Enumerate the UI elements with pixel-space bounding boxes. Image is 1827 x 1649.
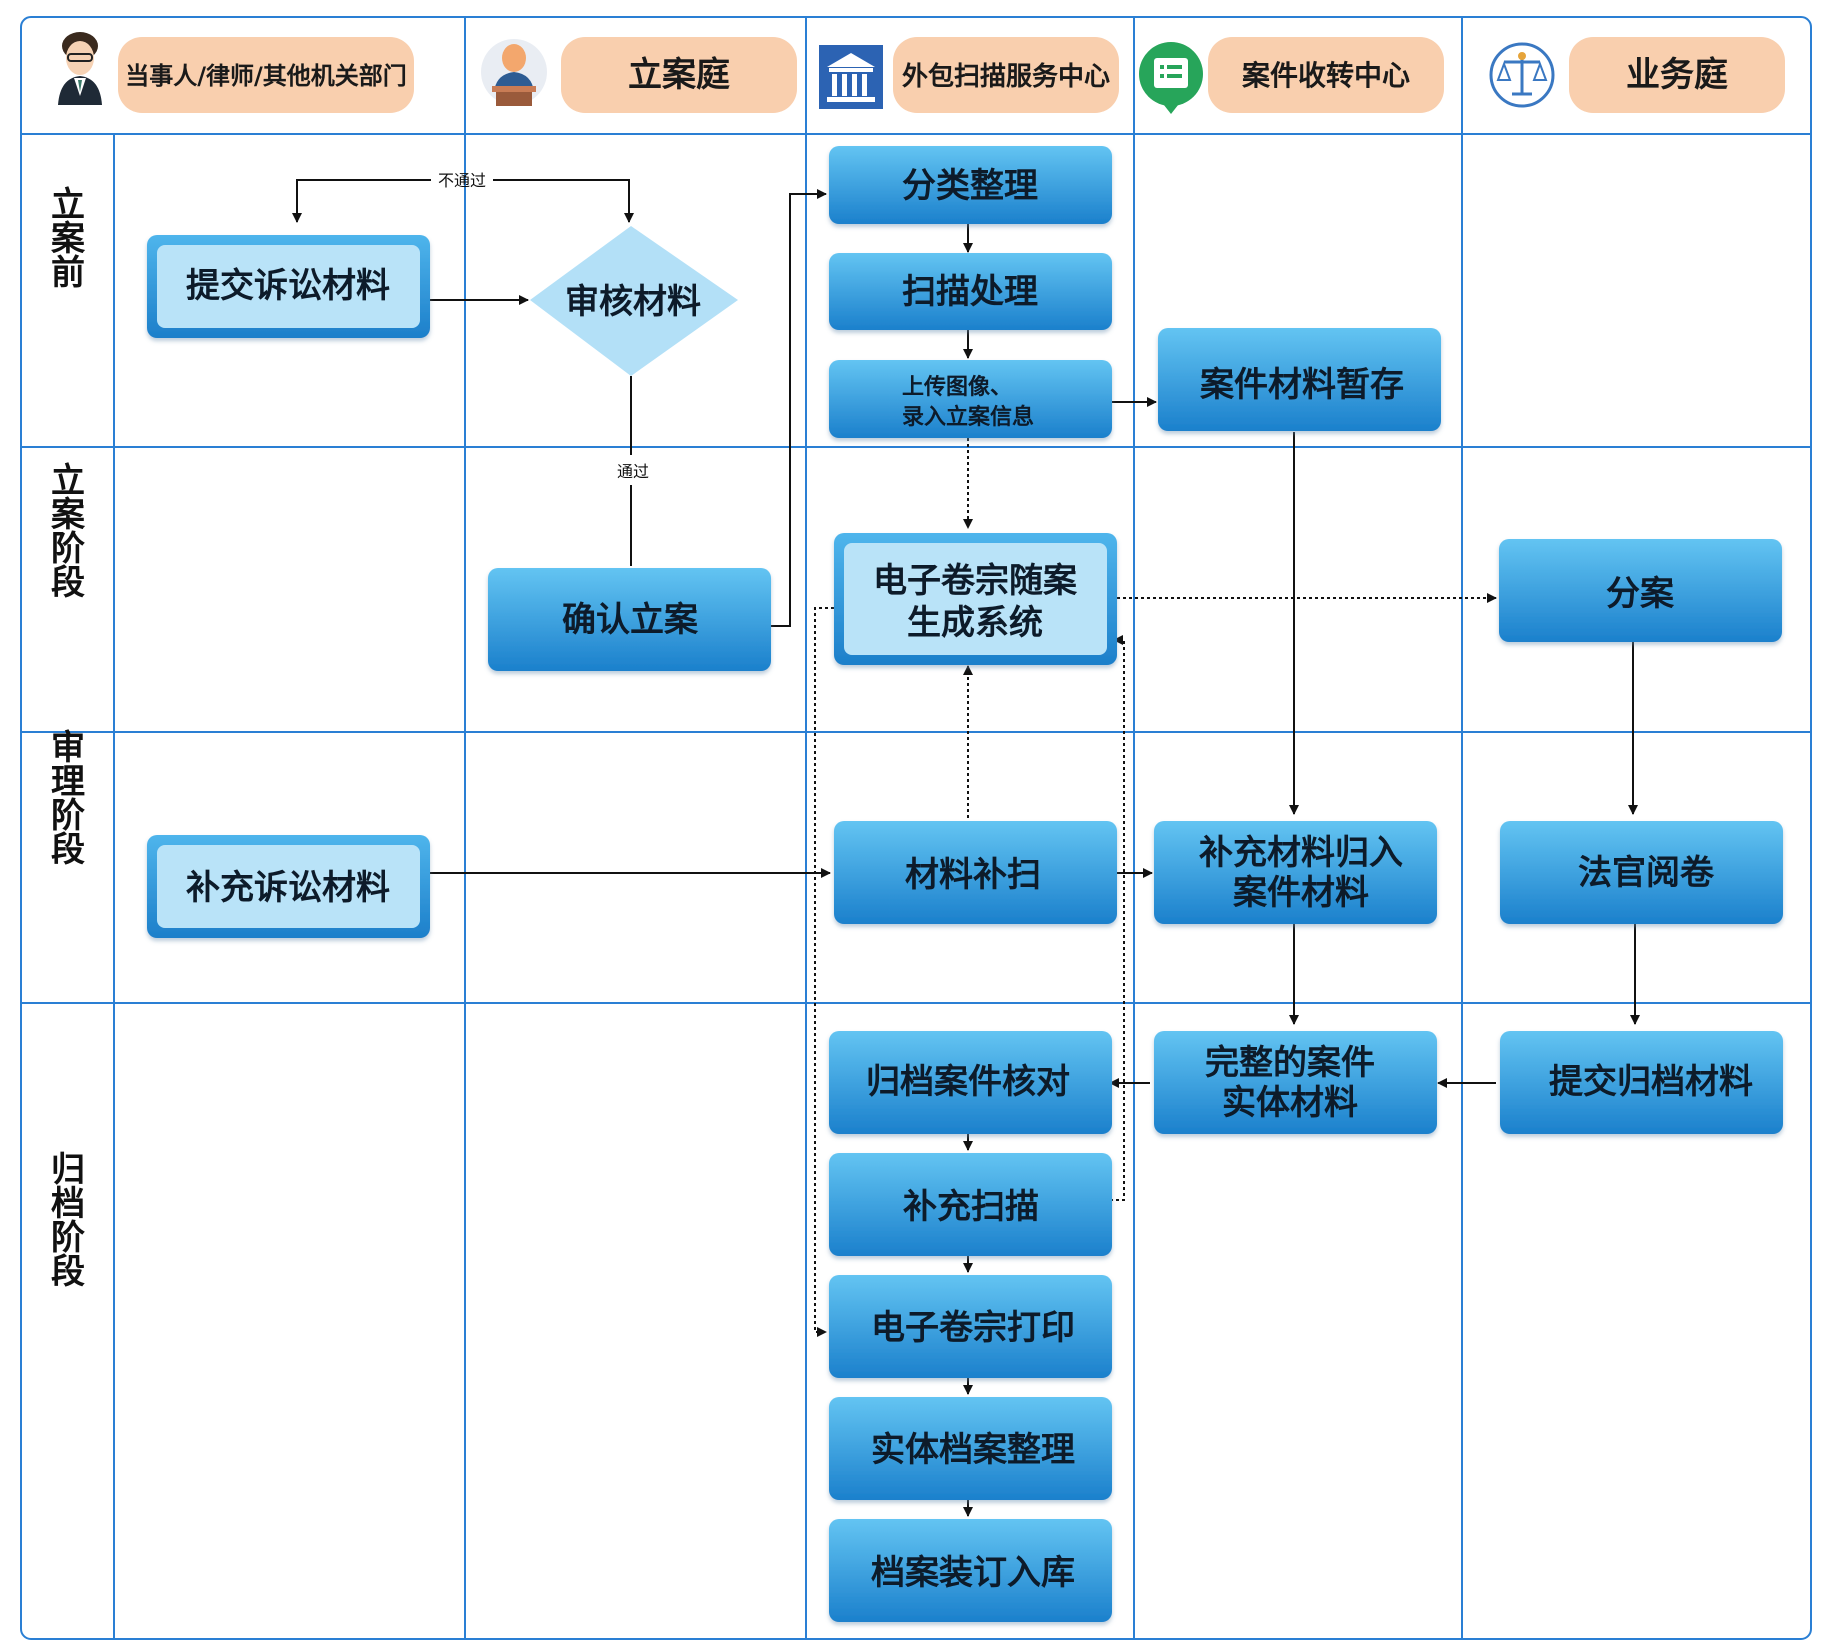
- header-row: 当事人/律师/其他机关部门 立案庭 外包扫描服务中心: [58, 32, 1785, 114]
- node-temp-store: 案件材料暂存: [1158, 328, 1441, 431]
- svg-text:电子卷宗打印: 电子卷宗打印: [871, 1308, 1075, 1348]
- svg-text:实体档案整理: 实体档案整理: [871, 1430, 1075, 1470]
- node-e-system: 电子卷宗随案生成系统: [834, 533, 1117, 665]
- node-material-rescan: 材料补扫: [834, 821, 1117, 924]
- column-header-pill: [561, 37, 797, 113]
- node-confirm-filing: 确认立案: [488, 568, 771, 671]
- node-physical-arrange: 实体档案整理: [829, 1397, 1112, 1500]
- node-e-print: 电子卷宗打印: [829, 1275, 1112, 1378]
- edge-label-fail: 不通过: [438, 171, 486, 190]
- stage-label: 审理阶段: [51, 728, 85, 870]
- node-review-material: 审核材料: [530, 226, 738, 376]
- svg-text:材料补扫: 材料补扫: [905, 855, 1041, 895]
- clerk-icon: [481, 39, 547, 106]
- document-chat-icon: [1139, 42, 1203, 114]
- node-supplement-scan: 补充扫描: [829, 1153, 1112, 1256]
- svg-text:档案装订入库: 档案装订入库: [871, 1553, 1075, 1593]
- edge-dotted: [1110, 635, 1125, 1201]
- svg-text:审核材料: 审核材料: [565, 282, 701, 322]
- node-bind-store: 档案装订入库: [829, 1519, 1112, 1622]
- svg-text:分案: 分案: [1606, 574, 1675, 614]
- stage-label: 归档阶段: [51, 1150, 85, 1292]
- scales-icon: [1489, 42, 1555, 108]
- column-header-pill: [893, 37, 1119, 113]
- svg-text:上传图像、录入立案信息: 上传图像、录入立案信息: [902, 374, 1034, 430]
- svg-text:法官阅卷: 法官阅卷: [1578, 853, 1715, 893]
- node-submit-archive: 提交归档材料: [1500, 1031, 1783, 1134]
- edges: [292, 179, 1640, 1517]
- edge-labels: 不通过 通过: [438, 171, 649, 481]
- node-assign-case: 分案: [1499, 539, 1782, 642]
- column-header-label: 案件收转中心: [1242, 59, 1410, 92]
- node-upload: 上传图像、录入立案信息: [829, 360, 1112, 438]
- node-judge-read: 法官阅卷: [1500, 821, 1783, 924]
- edge-fail-loop: [493, 179, 630, 218]
- svg-text:电子卷宗随案生成系统: 电子卷宗随案生成系统: [873, 561, 1078, 643]
- svg-text:归档案件核对: 归档案件核对: [866, 1062, 1070, 1102]
- node-classify: 分类整理: [829, 146, 1112, 224]
- column-header-pill: [1208, 37, 1444, 113]
- column-header-label: 业务庭: [1626, 55, 1728, 95]
- node-archive-check: 归档案件核对: [829, 1031, 1112, 1134]
- grid: [20, 16, 1812, 1640]
- svg-text:扫描处理: 扫描处理: [902, 272, 1038, 312]
- svg-text:补充扫描: 补充扫描: [903, 1187, 1039, 1227]
- edge: [771, 189, 827, 627]
- solid-nodes: 确认立案 分类整理 扫描处理 上传图像、录入立案信息 案件材料暂存 分案 材料补…: [488, 146, 1783, 1622]
- svg-text:补充诉讼材料: 补充诉讼材料: [186, 868, 390, 908]
- svg-text:完整的案件实体材料: 完整的案件实体材料: [1205, 1043, 1375, 1123]
- person-icon: [58, 32, 102, 105]
- svg-text:确认立案: 确认立案: [562, 600, 699, 640]
- node-submit-material: 提交诉讼材料: [147, 235, 430, 338]
- svg-text:提交诉讼材料: 提交诉讼材料: [186, 266, 390, 306]
- column-header-label: 外包扫描服务中心: [902, 61, 1110, 92]
- column-header-pill: [1569, 37, 1785, 113]
- column-header-label: 立案庭: [628, 55, 730, 95]
- stage-labels: 立案前 立案阶段 审理阶段 归档阶段: [51, 185, 86, 1292]
- edge-fail-loop: [292, 179, 431, 223]
- edge-dotted: [814, 607, 834, 1337]
- stage-label: 立案前: [51, 185, 86, 293]
- edge-label-pass: 通过: [617, 462, 649, 481]
- node-scan: 扫描处理: [829, 253, 1112, 330]
- svg-text:提交归档材料: 提交归档材料: [1549, 1062, 1753, 1102]
- svg-text:案件材料暂存: 案件材料暂存: [1200, 365, 1404, 405]
- node-supplement-into: 补充材料归入案件材料: [1154, 821, 1437, 924]
- bank-icon: [819, 45, 883, 109]
- svg-text:分类整理: 分类整理: [902, 166, 1038, 206]
- node-complete-material: 完整的案件实体材料: [1154, 1031, 1437, 1134]
- svg-text:补充材料归入案件材料: 补充材料归入案件材料: [1199, 833, 1403, 913]
- column-header-label: 当事人/律师/其他机关部门: [125, 62, 407, 90]
- node-supplement-submit: 补充诉讼材料: [147, 835, 430, 938]
- edge-fail-loop: [493, 179, 634, 223]
- stage-label: 立案阶段: [51, 461, 86, 603]
- column-header-pill: [118, 37, 414, 113]
